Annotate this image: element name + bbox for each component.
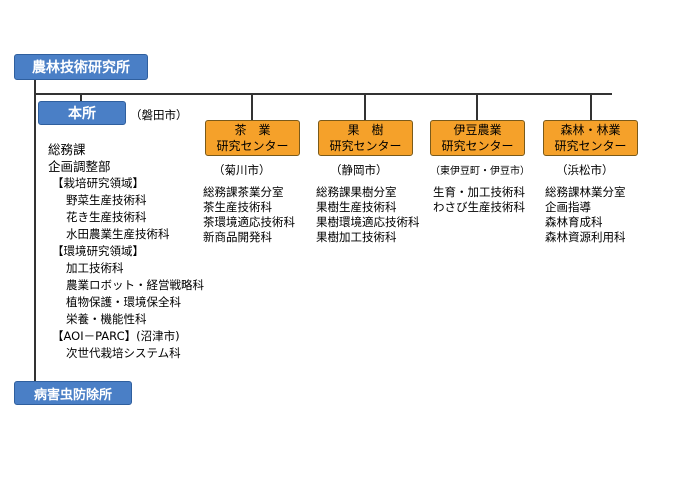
center-0-item-3: 新商品開発科 bbox=[203, 230, 272, 244]
center-0-item-0: 総務課茶業分室 bbox=[203, 185, 284, 199]
honjo-item-1: 企画調整部 bbox=[48, 159, 111, 174]
center-box-0: 茶 業 研究センター bbox=[205, 120, 300, 156]
honjo-item-4: 花き生産技術科 bbox=[66, 210, 147, 224]
honjo-box: 本所 bbox=[38, 101, 126, 125]
center-box-1: 果 樹 研究センター bbox=[318, 120, 413, 156]
honjo-item-10: 栄養・機能性科 bbox=[66, 312, 147, 326]
honjo-item-0: 総務課 bbox=[48, 142, 86, 157]
center-1-location: （静岡市） bbox=[330, 163, 388, 177]
root-label: 農林技術研究所 bbox=[32, 60, 130, 76]
center-3-item-3: 森林資源利用科 bbox=[545, 230, 626, 244]
center-1-name: 果 樹 bbox=[347, 123, 384, 137]
center-connector-1 bbox=[364, 93, 366, 120]
center-2-item-1: わさび生産技術科 bbox=[433, 200, 525, 214]
center-3-item-0: 総務課林業分室 bbox=[545, 185, 626, 199]
center-2-item-0: 生育・加工技術科 bbox=[433, 185, 525, 199]
center-connector-0 bbox=[251, 93, 253, 120]
center-3-item-1: 企画指導 bbox=[545, 200, 591, 214]
honjo-label: 本所 bbox=[68, 106, 96, 122]
center-2-location: （東伊豆町・伊豆市） bbox=[430, 166, 530, 177]
center-1-item-2: 果樹環境適応技術科 bbox=[316, 215, 420, 229]
center-1-item-3: 果樹加工技術科 bbox=[316, 230, 397, 244]
center-2-subtitle: 研究センター bbox=[441, 139, 514, 153]
center-0-item-1: 茶生産技術科 bbox=[203, 200, 272, 214]
center-1-subtitle: 研究センター bbox=[329, 139, 402, 153]
center-0-subtitle: 研究センター bbox=[216, 139, 289, 153]
honjo-item-11: 【AOI－PARC】(沼津市) bbox=[52, 329, 180, 343]
honjo-item-8: 農業ロボット・経営戦略科 bbox=[66, 278, 204, 292]
byogai-box: 病害虫防除所 bbox=[14, 381, 132, 405]
trunk-vertical-line bbox=[34, 79, 36, 381]
honjo-item-6: 【環境研究領域】 bbox=[52, 244, 144, 258]
root-box: 農林技術研究所 bbox=[14, 54, 148, 80]
center-3-name: 森林・林業 bbox=[560, 123, 621, 137]
center-1-item-1: 果樹生産技術科 bbox=[316, 200, 397, 214]
honjo-item-12: 次世代栽培システム科 bbox=[66, 346, 181, 360]
center-3-item-2: 森林育成科 bbox=[545, 215, 603, 229]
center-3-location: （浜松市） bbox=[556, 163, 614, 177]
center-3-subtitle: 研究センター bbox=[554, 139, 627, 153]
center-connector-3 bbox=[590, 93, 592, 120]
top-horizontal-line bbox=[34, 93, 612, 95]
honjo-item-3: 野菜生産技術科 bbox=[66, 193, 147, 207]
honjo-item-7: 加工技術科 bbox=[66, 261, 124, 275]
center-0-item-2: 茶環境適応技術科 bbox=[203, 215, 295, 229]
honjo-location: （磐田市） bbox=[130, 108, 188, 122]
center-box-2: 伊豆農業 研究センター bbox=[430, 120, 525, 156]
center-2-name: 伊豆農業 bbox=[453, 123, 502, 137]
honjo-connector bbox=[80, 93, 82, 101]
honjo-item-5: 水田農業生産技術科 bbox=[66, 227, 170, 241]
center-box-3: 森林・林業 研究センター bbox=[543, 120, 638, 156]
center-0-name: 茶 業 bbox=[234, 123, 271, 137]
center-1-item-0: 総務課果樹分室 bbox=[316, 185, 397, 199]
honjo-item-9: 植物保護・環境保全科 bbox=[66, 295, 181, 309]
center-0-location: （菊川市） bbox=[213, 163, 271, 177]
honjo-item-2: 【栽培研究領域】 bbox=[52, 176, 144, 190]
byogai-label: 病害虫防除所 bbox=[33, 387, 112, 403]
center-connector-2 bbox=[476, 93, 478, 120]
